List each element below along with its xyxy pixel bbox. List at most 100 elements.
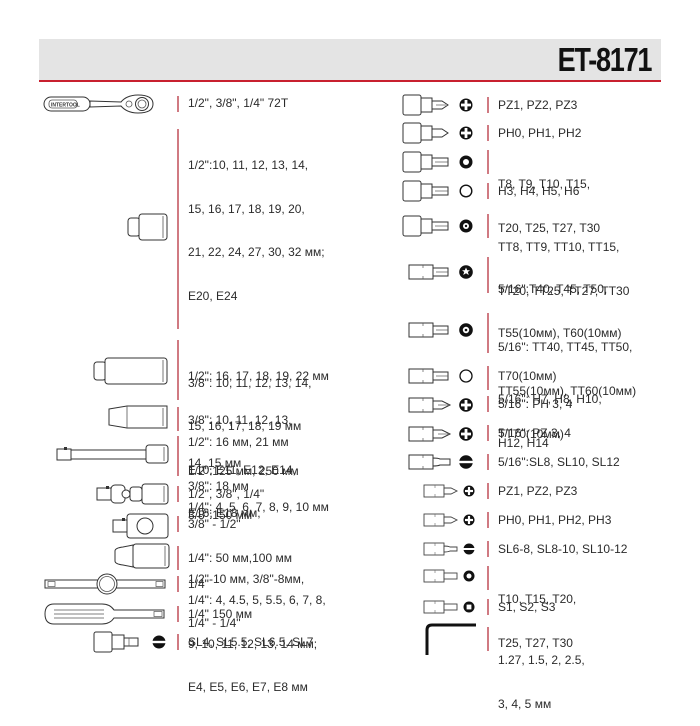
hex-key-icon [424,622,478,656]
separator [487,483,489,499]
spec-line: T70(10мм) [498,369,557,383]
spec-slotted-bit-sockets: SL4, SL5.5, SL6.5, SL7 [188,635,314,649]
separator [177,96,179,112]
separator [487,257,489,293]
slotted-bit-icon [408,452,478,472]
separator [487,454,489,470]
separator [487,366,489,390]
spec-line: 15, 16, 17, 18, 19 мм [188,419,302,433]
separator [177,340,179,400]
spec-deep-sockets: 1/2": 16, 17, 18, 19, 22 мм 3/8": 10, 11… [188,340,329,529]
spec-line: 1/2"-10 мм, 3/8"-8мм, [188,572,305,586]
spec-adapter: 3/8" - 1/2" [188,517,241,531]
separator [487,512,489,528]
spec-ph-bit-sockets: PH0, PH1, PH2 [498,126,582,140]
pz-bit-socket-icon [402,94,478,116]
svg-text:INTERTOOL: INTERTOOL [51,103,80,109]
spec-line: T20, T25, T27, T30 [498,220,601,235]
separator [487,541,489,557]
separator [487,150,489,174]
spec-line: 5/16":T40, T45, T50, [498,282,608,296]
slotted-bit-socket-icon [93,630,169,654]
spec-ph-bits: 5/16": PH 3, 4 [498,397,573,411]
ph-short-bit-icon [423,512,479,528]
torx-short-bit-icon [423,568,479,584]
ratchet-icon: INTERTOOL [43,93,155,115]
spec-t-handle: 1/4" [188,577,209,591]
pz-short-bit-icon [423,483,479,499]
extension-bar-icon [56,443,170,465]
separator [487,183,489,199]
spec-tamper-torx-bits: 5/16": TT40, TT45, TT50, TT55(10мм), TT6… [498,311,636,456]
spec-line: 1/4": 50 мм,100 мм [188,551,292,565]
spec-line: 1/4": 4, 4.5, 5, 5.5, 6, 7, 8, [188,593,326,607]
spec-square-short-bits: S1, S2, S3 [498,600,556,614]
separator [487,125,489,141]
spec-line: E4, E5, E6, E7, E8 мм [188,680,308,694]
separator [487,566,489,590]
separator [487,627,489,651]
spec-extension-bars: 1/2":125 мм, 250 мм 3/8":150 мм 1/4": 50… [188,435,299,580]
spec-line: H12, H14 [498,435,549,450]
torx-bit-socket-icon [402,151,478,173]
torx-bit-icon [408,262,478,282]
spark-plug-socket-icon [107,405,169,429]
spec-universal-joints: 1/2", 3/8", 1/4" [188,487,265,501]
tamper-torx-bit-icon [408,320,478,340]
spec-line: 5/16": H7, H8, H10, [498,392,602,406]
spec-line: 3/8":150 мм [188,507,253,522]
spec-screwdriver-handle: 1/4" 150 мм [188,607,253,621]
separator [177,516,179,532]
slotted-short-bit-icon [423,541,479,557]
separator [177,486,179,502]
ph-bit-socket-icon [402,122,478,144]
spec-line: TT70(10мм) [498,427,564,441]
separator [177,129,179,329]
screwdriver-handle-icon [44,601,168,627]
separator [487,599,489,615]
spec-line: 3/8": 10, 11, 12, 13, 14, [188,375,312,390]
spec-line: 1/2":125 мм, 250 мм [188,464,299,478]
header-band: ET-8171 [39,39,661,82]
spec-line: 1/4" - 1/4" [188,615,241,630]
spec-hex-bits: 5/16": H7, H8, H10, H12, H14 [498,363,602,465]
separator [487,396,489,412]
spec-line: 5/16": TT40, TT45, TT50, [498,340,633,354]
spec-line: 1/2": 16 мм, 21 мм [188,435,289,449]
separator [487,425,489,441]
spec-line: 1.27, 1.5, 2, 2.5, [498,653,585,667]
hex-bit-socket-icon [402,180,478,202]
spec-line: 1/4": 4, 5, 6, 7, 8, 9, 10 мм [188,499,329,514]
spec-line: 3/8": 18 мм [188,478,249,493]
spec-line: 1/2": 16, 17, 18, 19, 22 мм [188,369,329,383]
t-handle-icon [44,572,168,596]
tamper-torx-bit-socket-icon [402,215,478,237]
spec-ph-short-bits: PH0, PH1, PH2, PH3 [498,513,612,527]
spec-line: T25, T27, T30 [498,635,573,650]
deep-socket-icon [93,357,169,385]
spec-line: 21, 22, 24, 27, 30, 32 мм; [188,245,325,259]
spec-line: 14, 15 мм [188,456,242,470]
separator [177,634,179,650]
spec-line: TT8, TT9, TT10, TT15, [498,240,620,254]
separator [177,407,179,431]
spec-line: T55(10мм), T60(10мм) [498,325,622,340]
separator [487,313,489,353]
hex-bit-icon [408,366,478,386]
spec-line: E16, E18 мм; [188,506,261,520]
ph-bit-icon [408,395,478,415]
spec-hex-bit-sockets: H3, H4, H5, H6 [498,184,580,198]
model-title: ET-8171 [557,41,652,78]
separator [177,606,179,622]
spec-torx-bits: 5/16":T40, T45, T50, T55(10мм), T60(10мм… [498,253,622,398]
spec-pz-short-bits: PZ1, PZ2, PZ3 [498,484,578,498]
spec-tamper-torx-bit-sockets: TT8, TT9, TT10, TT15, TT20, TT25, TT27, … [498,211,629,313]
spec-pz-bit-sockets: PZ1, PZ2, PZ3 [498,98,578,112]
pz-bit-icon [408,424,478,444]
spec-hex-keys: 1.27, 1.5, 2, 2.5, 3, 4, 5 мм [498,624,585,726]
spec-sockets: 1/2":10, 11, 12, 13, 14, 15, 16, 17, 18,… [188,129,326,709]
spec-line: E10, E11, E12, E14, [188,462,296,477]
separator [177,546,179,570]
square-short-bit-icon [423,599,479,615]
bit-adapter-icon [113,543,171,569]
